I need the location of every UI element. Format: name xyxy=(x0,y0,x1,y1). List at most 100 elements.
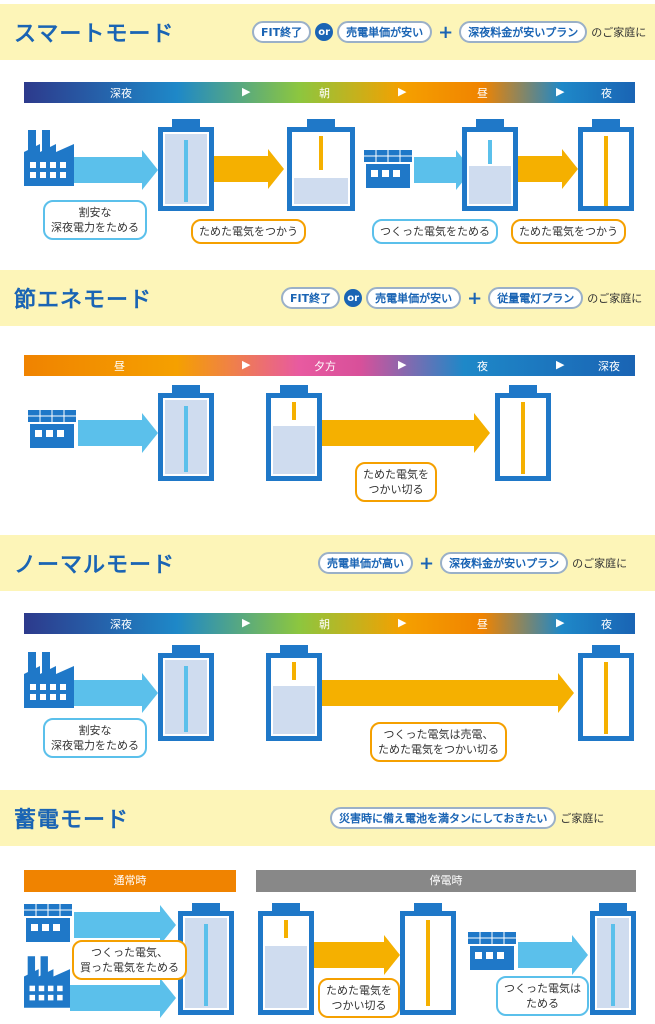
time-label: 朝 xyxy=(319,618,330,631)
charge-arrow xyxy=(74,150,158,190)
condition-pill: 深夜料金が安いプラン xyxy=(459,21,588,43)
time-label: 昼 xyxy=(477,618,488,631)
callout-line: つかい切る xyxy=(368,483,424,496)
condition-pill: 災害時に備え電池を満タンにしておきたい xyxy=(330,807,557,829)
solar-house-icon xyxy=(468,932,516,970)
condition-pill: 売電単価が高い xyxy=(318,552,413,574)
battery-icon xyxy=(158,385,214,481)
time-label: 昼 xyxy=(114,360,125,373)
callout: つくった電気、 買った電気をためる xyxy=(72,940,187,980)
time-label: 夜 xyxy=(601,618,612,631)
callout: つくった電気は ためる xyxy=(496,976,589,1016)
callout: ためた電気をつかう xyxy=(191,219,306,244)
condition-suffix: のご家庭に xyxy=(572,557,628,570)
normal-mode-header: ノーマルモード 売電単価が高い + 深夜料金が安いプラン のご家庭に xyxy=(0,535,655,591)
callout-line: 深夜電力をためる xyxy=(51,739,139,752)
discharge-arrow xyxy=(322,413,490,453)
battery-icon xyxy=(258,903,314,1015)
time-label: 深夜 xyxy=(598,360,620,373)
charge-arrow xyxy=(518,935,588,975)
outage-label: 停電時 xyxy=(256,870,636,892)
discharge-arrow xyxy=(518,149,578,189)
condition-suffix: ご家庭に xyxy=(560,812,605,825)
normal-mode-title: ノーマルモード xyxy=(14,553,176,578)
condition-pill: FIT終了 xyxy=(281,287,341,309)
timeline-arrow-icon: ▶ xyxy=(556,358,565,371)
time-label: 深夜 xyxy=(110,87,132,100)
callout: ためた電気を つかい切る xyxy=(355,462,437,502)
timeline-bar: 深夜 ▶ 朝 ▶ 昼 ▶ 夜 xyxy=(24,82,635,103)
plus-icon: + xyxy=(467,287,483,309)
condition-pill: 深夜料金が安いプラン xyxy=(440,552,569,574)
solar-house-icon xyxy=(364,150,412,188)
callout-line: つくった電気は売電、 xyxy=(383,728,494,741)
callout: ためた電気をつかう xyxy=(511,219,626,244)
battery-icon xyxy=(400,903,456,1015)
callout: つくった電気をためる xyxy=(372,219,498,244)
battery-icon xyxy=(266,645,322,741)
callout-line: つくった電気は xyxy=(504,982,581,995)
plus-icon: + xyxy=(419,552,435,574)
battery-icon xyxy=(578,119,634,211)
time-label: 夜 xyxy=(477,360,488,373)
battery-icon xyxy=(287,119,355,211)
callout: ためた電気を つかい切る xyxy=(318,978,400,1018)
battery-icon xyxy=(578,645,634,741)
battery-icon xyxy=(462,119,518,211)
callout-line: 割安な xyxy=(78,724,112,737)
discharge-arrow xyxy=(322,673,574,713)
callout: 割安な 深夜電力をためる xyxy=(43,200,147,240)
eco-mode-header: 節エネモード FIT終了 or 売電単価が安い + 従量電灯プラン のご家庭に xyxy=(0,270,655,326)
smart-mode-title: スマートモード xyxy=(14,22,175,47)
factory-icon xyxy=(24,956,70,1008)
smart-mode-header: スマートモード FIT終了 or 売電単価が安い + 深夜料金が安いプラン のご… xyxy=(0,4,655,60)
storage-mode-conditions: 災害時に備え電池を満タンにしておきたい ご家庭に xyxy=(330,807,604,829)
timeline-arrow-icon: ▶ xyxy=(398,85,407,98)
smart-mode-conditions: FIT終了 or 売電単価が安い + 深夜料金が安いプラン のご家庭に xyxy=(252,21,646,43)
callout: つくった電気は売電、 ためた電気をつかい切る xyxy=(370,722,507,762)
eco-mode-title: 節エネモード xyxy=(14,288,153,313)
time-label: 夜 xyxy=(601,87,612,100)
callout-line: ためる xyxy=(526,997,559,1010)
normal-time-label: 通常時 xyxy=(24,870,236,892)
callout-line: 割安な xyxy=(78,206,112,219)
condition-pill: 従量電灯プラン xyxy=(488,287,584,309)
callout-line: つくった電気、 xyxy=(91,946,168,959)
discharge-arrow xyxy=(214,149,284,189)
callout-line: ためた電気をつかい切る xyxy=(378,743,499,756)
time-label: 朝 xyxy=(319,87,330,100)
callout: 割安な 深夜電力をためる xyxy=(43,718,147,758)
timeline-bar: 深夜 ▶ 朝 ▶ 昼 ▶ 夜 xyxy=(24,613,635,634)
battery-icon xyxy=(495,385,551,481)
battery-icon xyxy=(158,645,214,741)
condition-pill: 売電単価が安い xyxy=(337,21,433,43)
discharge-arrow xyxy=(314,935,400,975)
timeline-arrow-icon: ▶ xyxy=(242,358,251,371)
condition-pill: 売電単価が安い xyxy=(366,287,462,309)
battery-icon xyxy=(590,903,636,1015)
solar-house-icon xyxy=(28,410,76,448)
storage-mode-header: 蓄電モード 災害時に備え電池を満タンにしておきたい ご家庭に xyxy=(0,790,655,846)
condition-suffix: のご家庭に xyxy=(591,26,647,39)
normal-mode-conditions: 売電単価が高い + 深夜料金が安いプラン のご家庭に xyxy=(318,552,627,574)
callout-line: 深夜電力をためる xyxy=(51,221,139,234)
timeline-arrow-icon: ▶ xyxy=(242,616,251,629)
or-badge: or xyxy=(315,23,334,41)
timeline-bar: 昼 ▶ 夕方 ▶ 夜 ▶ 深夜 xyxy=(24,355,635,376)
condition-suffix: のご家庭に xyxy=(587,292,643,305)
charge-arrow xyxy=(414,150,472,190)
charge-arrow xyxy=(74,673,158,713)
plus-icon: + xyxy=(438,21,454,43)
or-badge: or xyxy=(344,289,363,307)
callout-line: ためた電気を xyxy=(363,468,429,481)
timeline-arrow-icon: ▶ xyxy=(556,616,565,629)
timeline-arrow-icon: ▶ xyxy=(242,85,251,98)
time-label: 昼 xyxy=(477,87,488,100)
charge-arrow xyxy=(70,978,176,1018)
callout-line: ためた電気を xyxy=(326,984,392,997)
solar-house-icon xyxy=(24,904,72,942)
factory-icon xyxy=(24,652,74,708)
eco-mode-conditions: FIT終了 or 売電単価が安い + 従量電灯プラン のご家庭に xyxy=(281,287,642,309)
callout-line: 買った電気をためる xyxy=(80,961,179,974)
charge-arrow xyxy=(74,905,176,945)
